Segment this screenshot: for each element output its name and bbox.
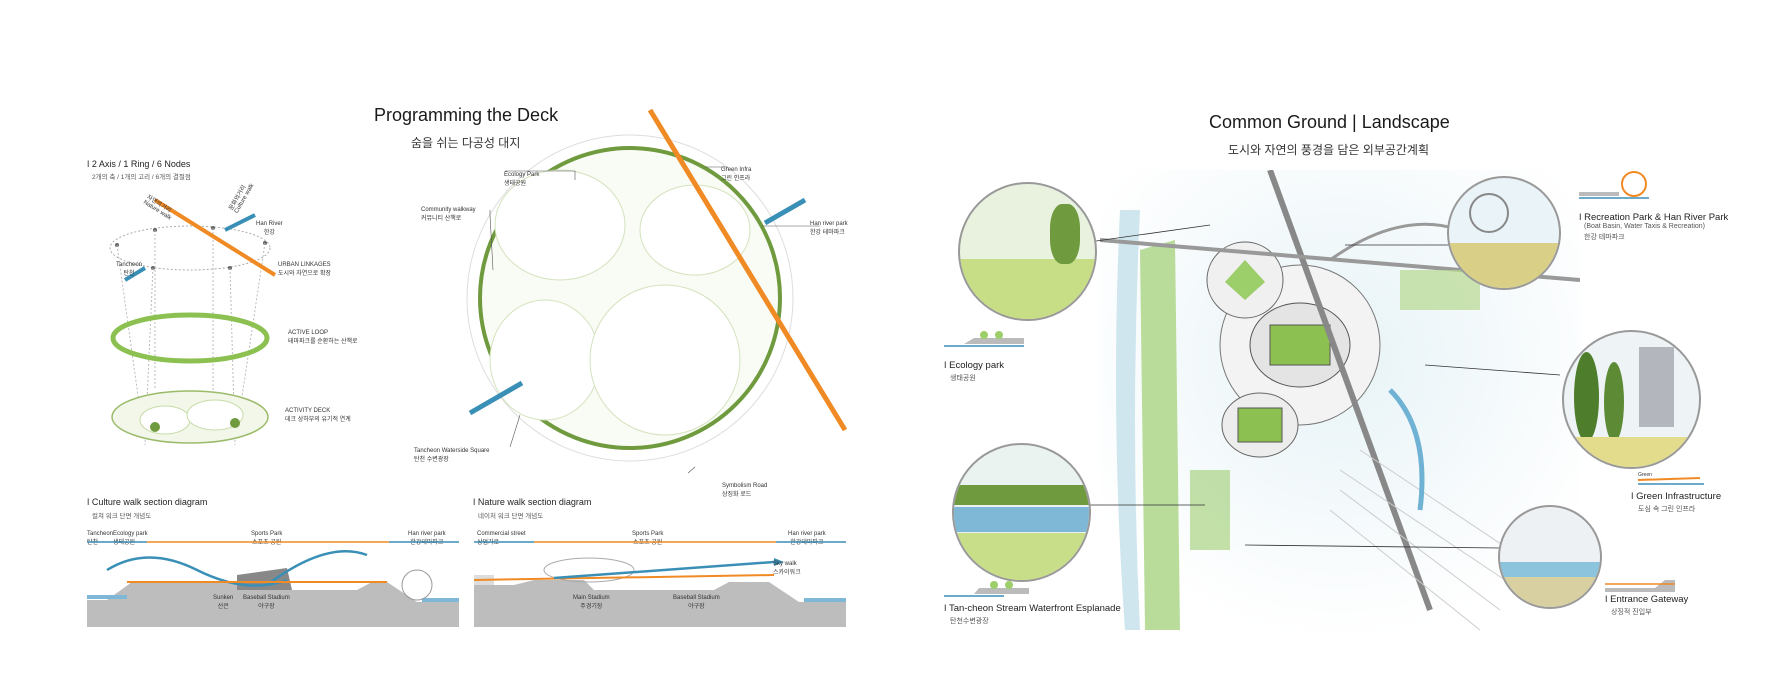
callout-recreation-park-kr: 한강 테마파크 — [1584, 234, 1625, 241]
tancheon-vignette — [952, 443, 1091, 582]
recreation-section-icon — [1579, 171, 1649, 199]
left-title: Programming the Deck — [374, 105, 559, 125]
callout-tancheon: ǀ Tan-cheon Stream Waterfront Esplanade — [944, 603, 1121, 614]
right-subtitle: 도시와 자연의 풍경을 담은 외부공간계획 — [1228, 143, 1430, 157]
callout-recreation-park: ǀ Recreation Park & Han River Park — [1579, 212, 1729, 223]
callout-entrance: ǀ Entrance Gateway — [1605, 594, 1689, 605]
entrance-section-icon — [1605, 580, 1675, 592]
callout-ecology-park-kr: 생태공원 — [950, 375, 976, 382]
ecology-park-vignette — [958, 182, 1097, 321]
axis-ring-diagram — [109, 198, 277, 446]
green-infra-section-icon: Green — [1638, 472, 1704, 485]
callout-green-infra: ǀ Green Infrastructure — [1631, 491, 1722, 502]
nature-section-heading: ǀ Nature walk section diagram — [473, 497, 592, 507]
culture-section-drawing — [87, 541, 459, 627]
nature-section-sub: 네이처 워크 단면 개념도 — [478, 513, 544, 520]
axis-subheading: 2개의 축 / 1개의 고리 / 6개의 결절점 — [92, 174, 191, 181]
ecology-section-icon — [944, 331, 1024, 347]
right-title: Common Ground | Landscape — [1209, 112, 1450, 132]
nature-section-drawing — [474, 541, 846, 627]
axis-heading: ǀ 2 Axis / 1 Ring / 6 Nodes — [87, 159, 191, 169]
culture-section-heading: ǀ Culture walk section diagram — [87, 497, 208, 507]
entrance-vignette — [1498, 505, 1602, 609]
callout-ecology-park: ǀ Ecology park — [944, 360, 1005, 371]
recreation-park-vignette — [1447, 176, 1561, 290]
deck-plan-diagram — [466, 108, 848, 474]
callout-entrance-kr: 상징적 진입부 — [1611, 609, 1652, 616]
culture-section-sub: 컬쳐 워크 단면 개념도 — [92, 513, 152, 520]
callout-tancheon-kr: 탄천수변광장 — [950, 618, 989, 625]
tancheon-section-icon — [944, 581, 1029, 597]
green-infra-vignette — [1562, 330, 1701, 469]
left-subtitle: 숨을 쉬는 다공성 대지 — [411, 136, 521, 150]
callout-green-infra-kr: 도심 속 그린 인프라 — [1638, 506, 1696, 513]
green-infra-small-label: Green — [1638, 472, 1652, 478]
callout-recreation-park-sub: (Boat Basin, Water Taxis & Recreation) — [1584, 223, 1705, 230]
callout-connectors — [1080, 224, 1561, 549]
